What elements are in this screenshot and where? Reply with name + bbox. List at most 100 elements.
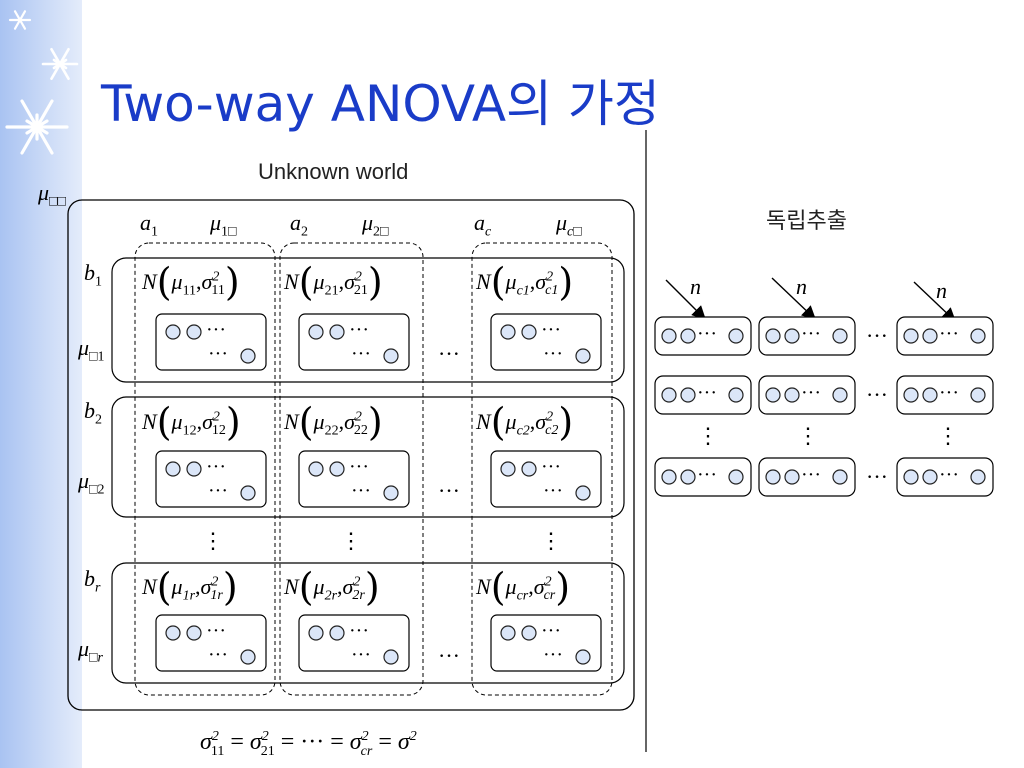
sample-ellipsis: ···	[351, 480, 371, 502]
independent-sampling-caption: 독립추출	[766, 208, 847, 233]
cell-sample-box	[490, 450, 602, 508]
column-label-ac: ac	[474, 210, 492, 240]
observation-circle	[765, 469, 781, 485]
observation-circle	[784, 469, 800, 485]
cell-distribution-22: N(μ22,σ222)	[284, 400, 383, 444]
observation-circle	[661, 387, 677, 403]
sample-ellipsis: ···	[697, 464, 717, 486]
observation-circle	[575, 348, 591, 364]
sample-ellipsis: ···	[541, 319, 561, 341]
row-label-b2: b2	[84, 398, 102, 428]
observation-circle	[165, 625, 181, 641]
observation-circle	[661, 469, 677, 485]
sample-ellipsis: ···	[208, 644, 228, 666]
observation-circle	[832, 387, 848, 403]
equal-variance-formula: σ211 = σ221 = ··· = σ2cr = σ2	[200, 729, 417, 759]
observation-circle	[329, 461, 345, 477]
cell-distribution-11: N(μ11,σ211)	[142, 260, 240, 304]
sample-ellipsis: ···	[801, 464, 821, 486]
sampling-arrow	[913, 281, 957, 322]
observation-circle	[680, 387, 696, 403]
observation-circle	[240, 348, 256, 364]
grand-mean-label: μ□□	[38, 180, 66, 210]
factor-a-column	[471, 242, 613, 696]
row-mean-1: μ□1	[78, 335, 105, 365]
sample-ellipsis: ···	[801, 323, 821, 345]
sample-size-label: n	[690, 274, 701, 299]
factor-b-row	[111, 257, 625, 383]
observation-circle	[680, 469, 696, 485]
factor-b-row	[111, 562, 625, 684]
observation-circle	[240, 485, 256, 501]
sample-ellipsis: ···	[349, 319, 369, 341]
sample-column-vdots: ⋮	[797, 423, 819, 448]
observation-circle	[970, 469, 986, 485]
observation-circle	[728, 387, 744, 403]
observation-circle	[186, 324, 202, 340]
observation-circle	[970, 387, 986, 403]
sample-ellipsis: ···	[697, 323, 717, 345]
observation-circle	[329, 625, 345, 641]
observation-circle	[922, 469, 938, 485]
row-mean-r: μ□r	[78, 636, 103, 666]
column-label-a2: a2	[290, 210, 308, 240]
sample-ellipsis: ···	[543, 480, 563, 502]
observation-circle	[728, 328, 744, 344]
sample-ellipsis: ···	[939, 464, 959, 486]
drawn-sample-box	[758, 316, 856, 356]
sample-ellipsis: ···	[939, 323, 959, 345]
drawn-sample-box	[654, 457, 752, 497]
observation-circle	[680, 328, 696, 344]
observation-circle	[186, 625, 202, 641]
sample-ellipsis: ···	[208, 343, 228, 365]
row-mean-2: μ□2	[78, 468, 105, 498]
column-mean-1: μ1□	[210, 210, 237, 240]
column-mean-2: μ2□	[362, 210, 389, 240]
cell-sample-box	[490, 313, 602, 371]
snowflake-icon	[5, 10, 79, 155]
sample-ellipsis: ···	[351, 644, 371, 666]
cell-distribution-12: N(μ12,σ212)	[142, 400, 241, 444]
drawn-sample-box	[758, 375, 856, 415]
cell-sample-box	[155, 450, 267, 508]
observation-circle	[832, 469, 848, 485]
observation-circle	[240, 649, 256, 665]
sample-ellipsis: ···	[541, 620, 561, 642]
observation-circle	[500, 625, 516, 641]
observation-circle	[500, 324, 516, 340]
sample-row-ellipsis: ···	[866, 382, 888, 407]
observation-circle	[308, 324, 324, 340]
sample-ellipsis: ···	[543, 644, 563, 666]
cell-sample-box	[155, 614, 267, 672]
row-label-br: br	[84, 566, 101, 596]
cell-sample-box	[298, 450, 410, 508]
observation-circle	[383, 649, 399, 665]
observation-circle	[383, 348, 399, 364]
sample-column-vdots: ⋮	[697, 423, 719, 448]
sample-ellipsis: ···	[206, 620, 226, 642]
drawn-sample-box	[654, 375, 752, 415]
observation-circle	[903, 387, 919, 403]
observation-circle	[661, 328, 677, 344]
slide-title: Two-way ANOVA의 가정	[101, 75, 660, 133]
column-mean-c: μc□	[556, 210, 582, 240]
row-vdots: ⋮	[202, 528, 224, 553]
cell-distribution-21: N(μ21,σ221)	[284, 260, 383, 304]
observation-circle	[765, 328, 781, 344]
sample-ellipsis: ···	[208, 480, 228, 502]
drawn-sample-box	[758, 457, 856, 497]
observation-circle	[922, 328, 938, 344]
observation-circle	[903, 469, 919, 485]
observation-circle	[308, 461, 324, 477]
row-label-b1: b1	[84, 260, 102, 290]
cell-sample-box	[490, 614, 602, 672]
observation-circle	[521, 461, 537, 477]
sample-ellipsis: ···	[351, 343, 371, 365]
observation-circle	[784, 328, 800, 344]
sample-size-label: n	[936, 278, 947, 303]
drawn-sample-box	[896, 316, 994, 356]
column-ellipsis: ···	[438, 643, 460, 668]
sample-ellipsis: ···	[349, 620, 369, 642]
cell-sample-box	[298, 614, 410, 672]
observation-circle	[728, 469, 744, 485]
